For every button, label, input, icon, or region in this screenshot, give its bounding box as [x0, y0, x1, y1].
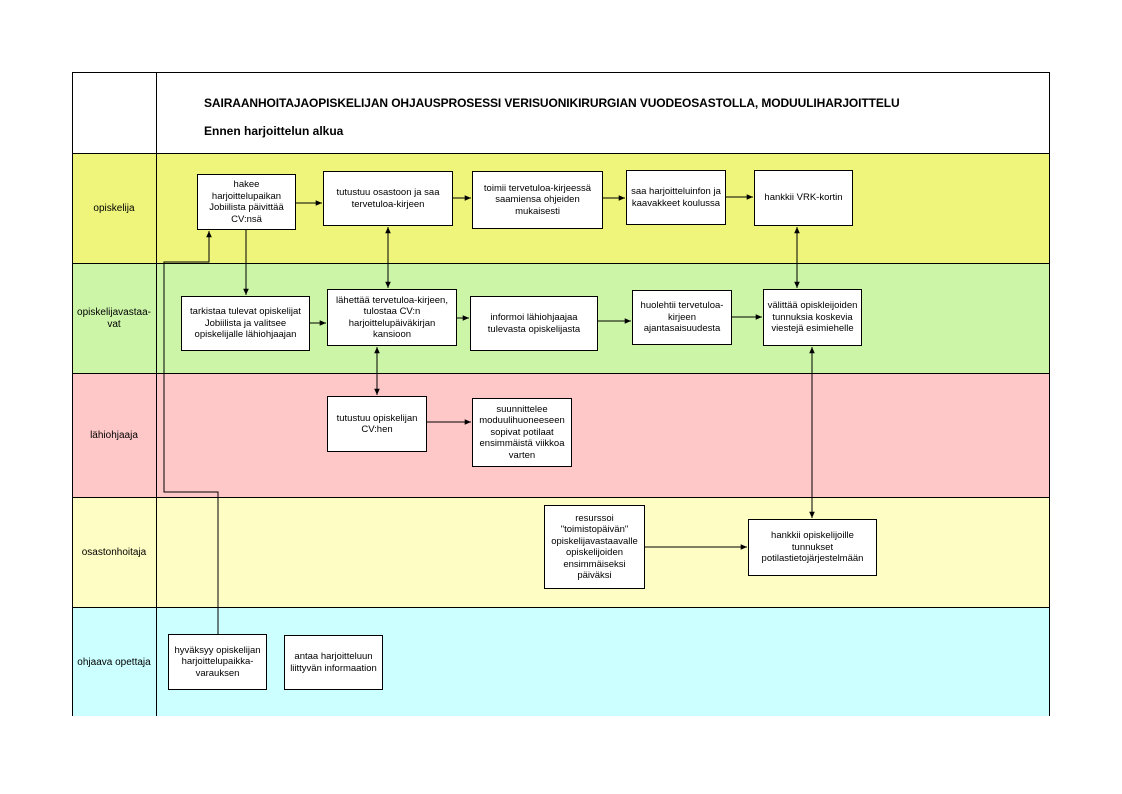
box-lahettaa: lähettää tervetuloa-kirjeen, tulostaa CV… — [327, 289, 457, 346]
lane-label-osastonhoitaja: osastonhoitaja — [81, 547, 147, 558]
lane-label-lahiohjaaja: lähiohjaaja — [90, 430, 138, 441]
lane-label-opiskelijavastaavat: opiskelijavastaa-vat — [77, 307, 151, 330]
header-row: SAIRAANHOITAJAOPISKELIJAN OHJAUSPROSESSI… — [72, 72, 1050, 153]
lane-label-ohjaava-opettaja: ohjaava opettaja — [77, 656, 151, 668]
box-hankkii-vrk: hankkii VRK-kortin — [754, 170, 853, 226]
page-subtitle: Ennen harjoittelun alkua — [204, 124, 344, 138]
box-hyvaksyy: hyväksyy opiskelijan harjoittelupaikka-v… — [168, 634, 267, 690]
lane-divider — [156, 72, 157, 716]
lane-label-opiskelija: opiskelija — [93, 203, 135, 214]
box-tarkistaa: tarkistaa tulevat opiskelijat Jobiilista… — [181, 296, 310, 351]
box-valittaa: välittää opiskleijoiden tunnuksia koskev… — [763, 289, 862, 346]
box-hankkii-tunnukset: hankkii opiskelijoille tunnukset potilas… — [748, 519, 877, 576]
box-informoi: informoi lähiohjaajaa tulevasta opiskeli… — [470, 296, 598, 351]
box-tutustuu-osastoon: tutustuu osastoon ja saa tervetuloa-kirj… — [323, 171, 453, 226]
box-huolehtii: huolehtii tervetuloa-kirjeen ajantasaisu… — [632, 290, 732, 345]
box-resurssoi: resurssoi "toimistopäivän" opiskelijavas… — [544, 505, 645, 589]
box-antaa: antaa harjoitteluun liittyvän informaati… — [284, 635, 383, 690]
box-saa-infon: saa harjoitteluinfon ja kaavakkeet koulu… — [626, 170, 726, 225]
swimlane-frame: SAIRAANHOITAJAOPISKELIJAN OHJAUSPROSESSI… — [72, 72, 1050, 716]
box-toimii: toimii tervetuloa-kirjeessä saamiensa oh… — [472, 171, 603, 229]
box-tutustuu-cv: tutustuu opiskelijan CV:hen — [327, 396, 427, 452]
box-suunnittelee: suunnittelee moduulihuoneeseen sopivat p… — [472, 398, 572, 467]
box-hakee: hakee harjoittelupaikan Jobiilista päivi… — [197, 174, 296, 230]
frame-border — [72, 72, 1050, 716]
page-title: SAIRAANHOITAJAOPISKELIJAN OHJAUSPROSESSI… — [204, 96, 900, 110]
